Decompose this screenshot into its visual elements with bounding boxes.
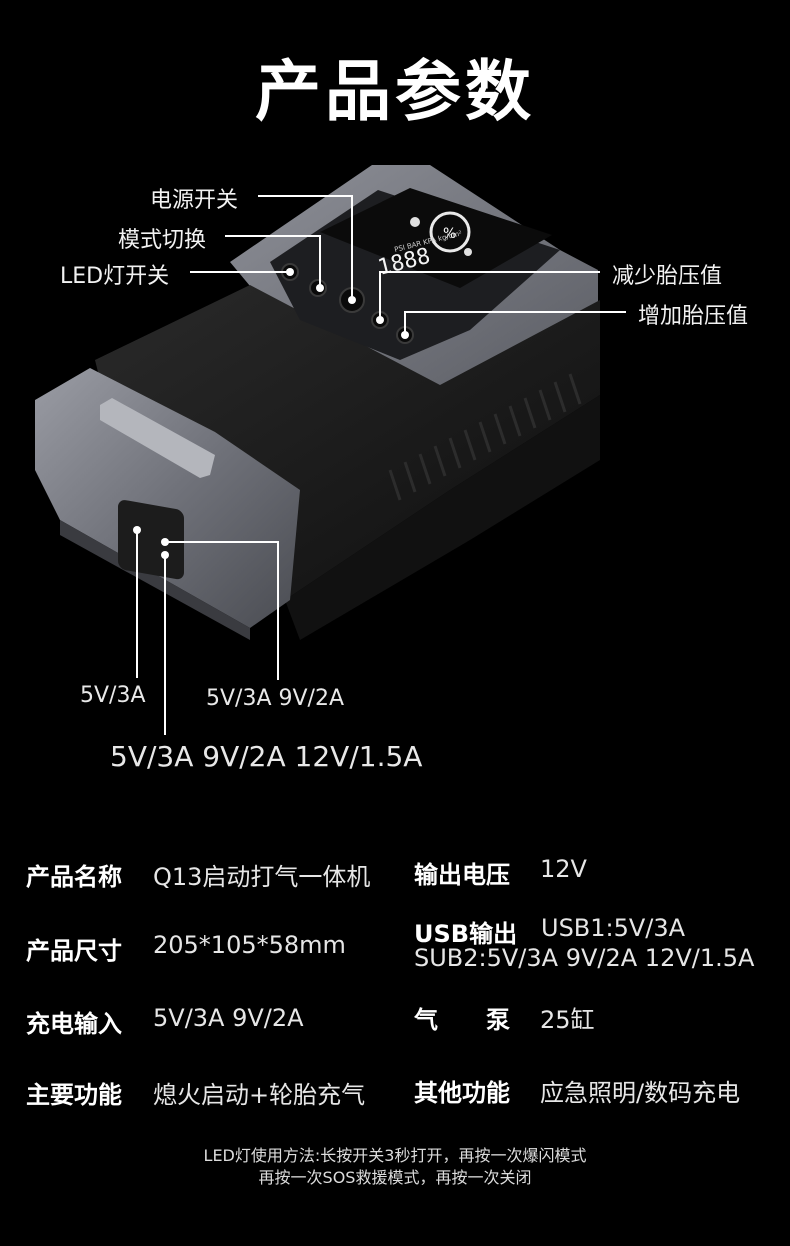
- callout-led-switch: LED灯开关: [60, 264, 170, 289]
- spec-value-usb1: USB1:5V/3A: [541, 914, 686, 942]
- callout-increase-pressure: 增加胎压值: [638, 304, 749, 329]
- page-title: 产品参数: [255, 53, 535, 130]
- spec-label-output-voltage: 输出电压: [414, 861, 510, 889]
- lcd-screen: [320, 188, 552, 288]
- battery-icon: [410, 217, 420, 227]
- jump-starter-illustration: % 1888 PSI BAR KPA kg/cm²: [35, 165, 626, 735]
- spec-value-air-pump: 25缸: [540, 1006, 595, 1034]
- spec-label-main-function: 主要功能: [26, 1081, 122, 1109]
- callout-power-switch: 电源开关: [150, 188, 239, 213]
- footnote-line-1: LED灯使用方法:长按开关3秒打开，再按一次爆闪模式: [203, 1146, 587, 1165]
- spec-label-other-function: 其他功能: [414, 1079, 510, 1107]
- spec-label-air-pump: 气 泵: [414, 1006, 510, 1034]
- spec-label-size: 产品尺寸: [26, 937, 122, 965]
- spec-value-other-function: 应急照明/数码充电: [540, 1079, 741, 1107]
- status-icon: [464, 248, 472, 256]
- spec-value-size: 205*105*58mm: [153, 931, 346, 959]
- display-percent: %: [443, 226, 456, 242]
- spec-value-charge-input: 5V/3A 9V/2A: [153, 1004, 304, 1032]
- spec-value-name: Q13启动打气一体机: [153, 863, 371, 891]
- spec-value-output-voltage: 12V: [540, 855, 587, 883]
- port-label-a: 5V/3A: [80, 683, 146, 708]
- footnote-line-2: 再按一次SOS救援模式，再按一次关闭: [258, 1168, 532, 1187]
- spec-label-charge-input: 充电输入: [26, 1010, 122, 1038]
- spec-value-main-function: 熄火启动+轮胎充气: [153, 1081, 366, 1109]
- spec-label-usb-output: USB输出: [414, 920, 518, 948]
- callout-mode-switch: 模式切换: [118, 228, 207, 253]
- front-grey-end: [35, 368, 300, 640]
- port-label-c: 5V/3A 9V/2A 12V/1.5A: [110, 740, 423, 773]
- spec-value-usb2: SUB2:5V/3A 9V/2A 12V/1.5A: [414, 944, 755, 972]
- port-label-b: 5V/3A 9V/2A: [206, 686, 345, 711]
- callout-decrease-pressure: 减少胎压值: [612, 264, 723, 289]
- gauge-ring: [429, 211, 471, 253]
- callout-lines: [136, 195, 626, 735]
- spec-label-name: 产品名称: [26, 863, 122, 891]
